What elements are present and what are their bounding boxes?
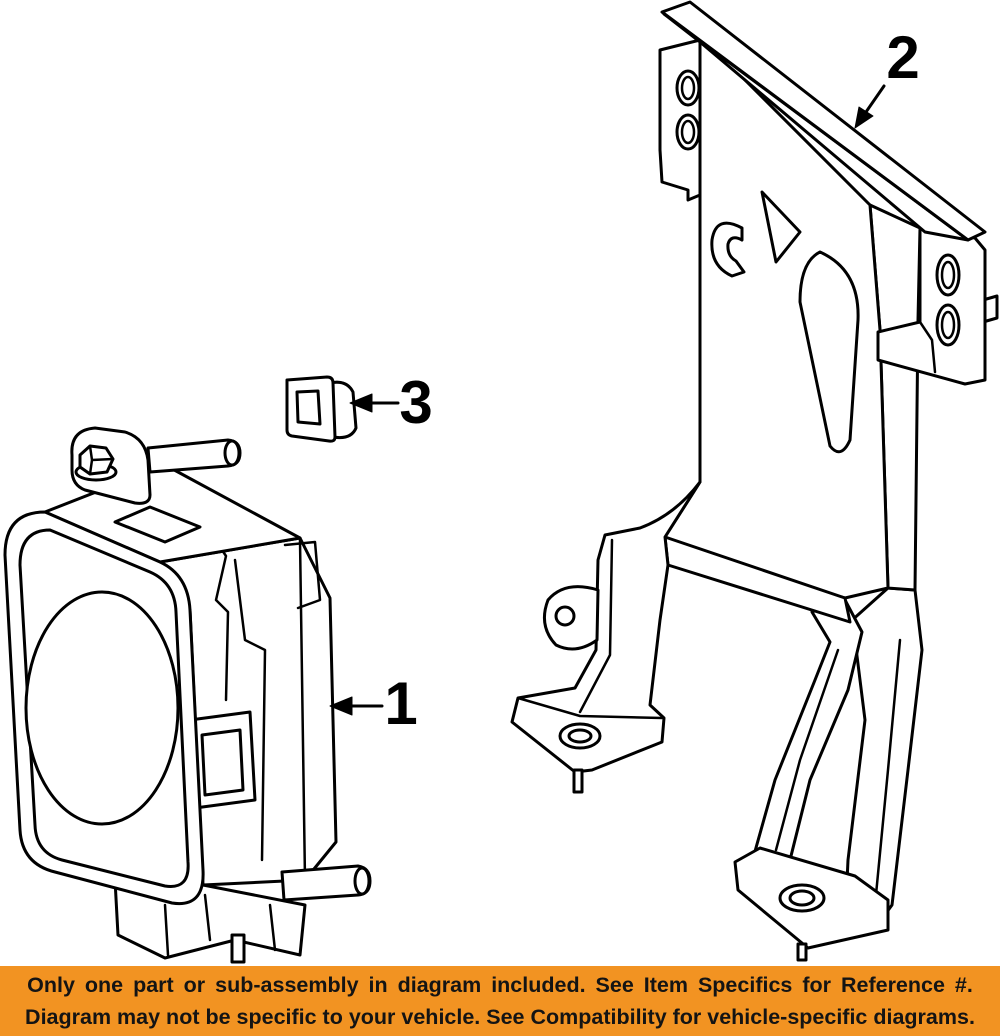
- part-1-sensor: [3, 426, 372, 964]
- bracket-right-ear-slot-upper-inner: [940, 260, 956, 290]
- callout-3: 3: [349, 369, 433, 436]
- bracket-left-foot-pin: [572, 768, 584, 794]
- sensor-lens: [24, 590, 180, 826]
- callout-1-label: 1: [384, 670, 417, 737]
- bracket-right-ear-slot-lower-inner: [940, 310, 956, 340]
- bracket-left-leg: [510, 480, 702, 774]
- sensor-side-panel-step: [233, 558, 267, 862]
- bracket-right-foot-hole-inner: [788, 889, 816, 907]
- callout-2-arrow-shaft: [864, 84, 886, 114]
- part-2-bracket: [510, 0, 999, 962]
- bracket-triangle-slot: [760, 190, 802, 264]
- bracket-left-foot-crease: [516, 696, 664, 720]
- parts-diagram: 1 2 3: [3, 0, 999, 964]
- bracket-right-foot-pin: [796, 942, 808, 962]
- sensor-top-step: [113, 505, 202, 544]
- bracket-arm-crease: [774, 648, 840, 852]
- bracket-rail-top: [660, 0, 987, 242]
- bracket-right-ear-slot-upper: [935, 253, 961, 297]
- bracket-diagonal-arm: [750, 598, 864, 864]
- sensor-top-stud-end: [223, 439, 241, 467]
- bracket-left-ear-slot-lower-inner: [680, 119, 696, 145]
- bracket-left-ear-slot-upper-inner: [680, 75, 696, 101]
- sensor-base-detail: [163, 893, 277, 957]
- clip-hole: [295, 389, 322, 426]
- bracket-left-ear-slot-lower: [675, 113, 701, 151]
- part-3-clip: [285, 375, 358, 443]
- callout-1-arrowhead: [329, 696, 353, 716]
- disclaimer-banner: Only one part or sub-assembly in diagram…: [0, 966, 1000, 1036]
- bracket-hook-cutout: [710, 221, 746, 278]
- sensor-base-pin: [230, 933, 246, 964]
- callout-3-arrowhead: [349, 393, 373, 413]
- callout-1: 1: [329, 670, 418, 737]
- callout-2: 2: [854, 24, 920, 129]
- bracket-diamond-slot: [798, 250, 860, 454]
- bracket-leg-crease: [873, 638, 902, 907]
- bracket-right-ear-crease: [918, 320, 937, 374]
- disclaimer-line-2: Diagram may not be specific to your vehi…: [25, 1005, 975, 1029]
- sensor-connector-socket: [200, 728, 245, 797]
- callout-2-arrowhead: [854, 106, 874, 129]
- bracket-left-ear-slot-upper: [675, 69, 701, 107]
- sensor-bottom-stud-end: [353, 866, 371, 896]
- bracket-right-ear-slot-lower: [935, 303, 961, 347]
- bracket-left-foot-hole-inner: [567, 728, 593, 744]
- sensor-side-tab: [283, 540, 322, 610]
- sensor-bolt-head-edge: [88, 444, 115, 476]
- disclaimer-line-1: Only one part or sub-assembly in diagram…: [27, 973, 973, 997]
- bracket-left-leg-crease: [578, 538, 614, 714]
- sensor-side-panel-line: [298, 538, 307, 882]
- callout-2-label: 2: [886, 24, 919, 91]
- bracket-left-tab-hole: [554, 605, 576, 627]
- callout-3-label: 3: [399, 369, 432, 436]
